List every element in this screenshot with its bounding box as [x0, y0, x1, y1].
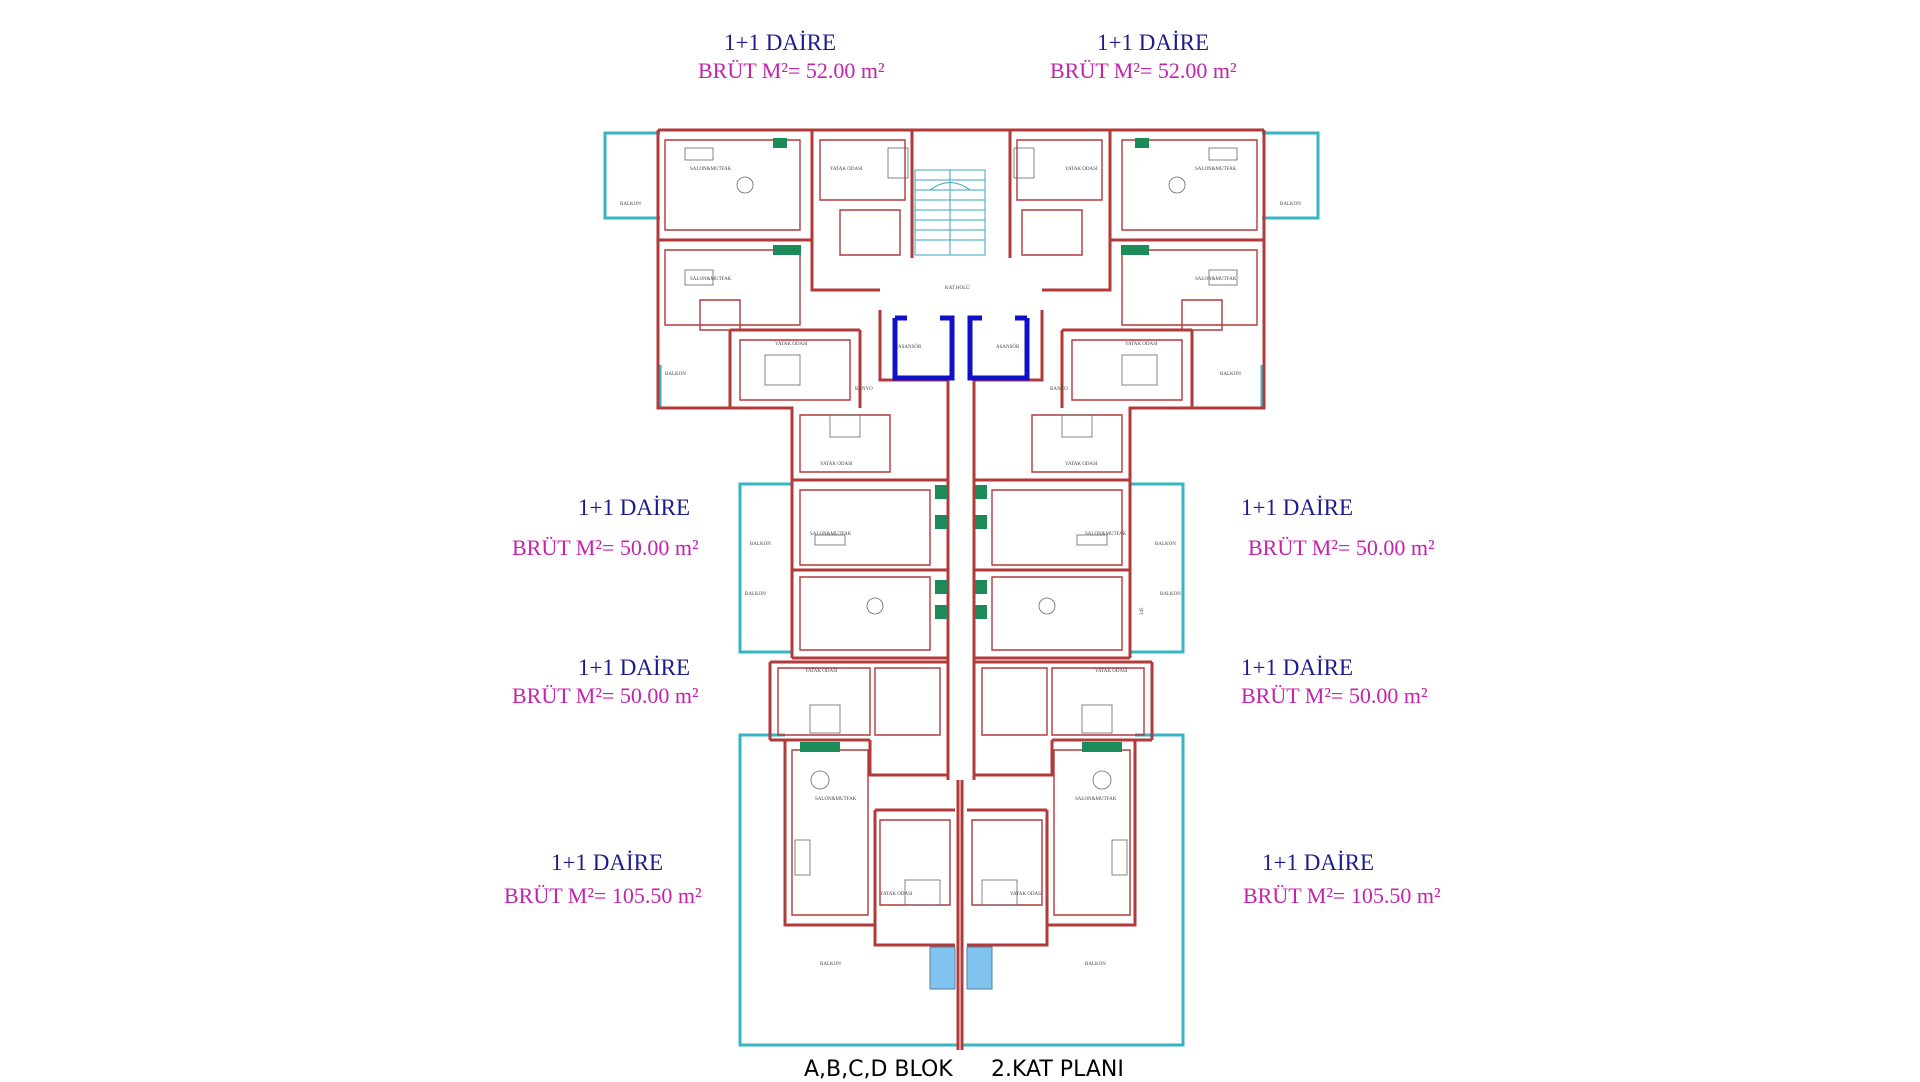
- room-label-yatak: YATAK ODASI: [820, 462, 853, 467]
- balcony-bottom-right: [962, 733, 1185, 1047]
- room-label-salon: SALON&MUTFAK: [815, 797, 857, 802]
- unit-area-label: BRÜT M²= 50.00 m²: [1241, 683, 1428, 708]
- room-label-salon: SALON&MUTFAK: [1075, 797, 1117, 802]
- room-label-balkon: BALKON: [1220, 372, 1241, 377]
- room-labels: SALON&MUTFAK SALON&MUTFAK SALON&MUTFAK S…: [620, 167, 1301, 967]
- room-label-balkon: BALKON: [745, 592, 766, 597]
- walls: [656, 128, 1266, 1050]
- kitchen-counters: [773, 138, 1149, 752]
- balcony-r3: [1130, 482, 1185, 654]
- staircase: [914, 169, 986, 256]
- room-label-yatak: YATAK ODASI: [1065, 167, 1098, 172]
- room-label-yatak: YATAK ODASI: [1095, 669, 1128, 674]
- room-label-balkon: BALKON: [620, 202, 641, 207]
- block-caption: A,B,C,D BLOK: [804, 1057, 953, 1082]
- unit-area-label: BRÜT M²= 50.00 m²: [512, 535, 699, 560]
- balcony-mid-right: [1172, 365, 1264, 410]
- unit-area-label: BRÜT M²= 50.00 m²: [1248, 535, 1435, 560]
- room-label-yatak: YATAK ODASI: [1010, 892, 1043, 897]
- room-label-salon: SALON&MUTFAK: [690, 167, 732, 172]
- unit-type-label: 1+1 DAİRE: [724, 30, 836, 55]
- balcony-bottom-left: [738, 733, 958, 1047]
- room-label-yatak: YATAK ODASI: [1065, 462, 1098, 467]
- room-label-yatak: YATAK ODASI: [775, 342, 808, 347]
- unit-type-label: 1+1 DAİRE: [1262, 850, 1374, 875]
- unit-type-label: 1+1 DAİRE: [551, 850, 663, 875]
- room-label-balkon: BALKON: [1155, 542, 1176, 547]
- unit-type-label: 1+1 DAİRE: [578, 655, 690, 680]
- furniture: [684, 147, 1238, 906]
- room-label-yatak: YATAK ODASI: [805, 669, 838, 674]
- room-label-banyo: BANYO: [855, 387, 873, 392]
- room-label-salon: SALON&MUTFAK: [1195, 167, 1237, 172]
- room-label-balkon: BALKON: [1280, 202, 1301, 207]
- unit-type-label: 1+1 DAİRE: [1241, 495, 1353, 520]
- unit-area-label: BRÜT M²= 52.00 m²: [698, 58, 885, 83]
- pools: [929, 946, 993, 990]
- unit-type-label: 1+1 DAİRE: [1097, 30, 1209, 55]
- elevators: [892, 315, 1030, 381]
- room-label-salon: SALON&MUTFAK: [1085, 532, 1127, 537]
- balcony-outlines: [603, 131, 1320, 1047]
- unit-area-label: BRÜT M²= 105.50 m²: [1243, 883, 1441, 908]
- floor-caption: 2.KAT PLANI: [991, 1057, 1124, 1082]
- room-label-balkon: BALKON: [820, 962, 841, 967]
- room-label-salon: SALON&MUTFAK: [1195, 277, 1237, 282]
- unit-area-label: BRÜT M²= 52.00 m²: [1050, 58, 1237, 83]
- room-label-kat-holu: KAT HOLÜ: [945, 285, 970, 291]
- room-label-asansor: ASANSÖR: [898, 344, 922, 350]
- unit-type-label: 1+1 DAİRE: [1241, 655, 1353, 680]
- balcony-top-right: [1262, 131, 1320, 220]
- balcony-l3: [738, 482, 793, 654]
- room-label-salon: SALON&MUTFAK: [810, 532, 852, 537]
- room-label-yatak: YATAK ODASI: [1125, 342, 1158, 347]
- room-label-salon: SALON&MUTFAK: [690, 277, 732, 282]
- room-label-balkon: BALKON: [665, 372, 686, 377]
- interior-walls: [664, 139, 1258, 916]
- balcony-top-left: [603, 131, 660, 220]
- room-label-yatak: YATAK ODASI: [880, 892, 913, 897]
- unit-area-label: BRÜT M²= 105.50 m²: [504, 883, 702, 908]
- room-label-balkon: BALKON: [750, 542, 771, 547]
- room-label-balkon: BALKON: [1085, 962, 1106, 967]
- room-label-asansor: ASANSÖR: [996, 344, 1020, 350]
- room-label-banyo: BANYO: [1050, 387, 1068, 392]
- unit-type-label: 1+1 DAİRE: [578, 495, 690, 520]
- room-label-yatak: YATAK ODASI: [830, 167, 863, 172]
- dimension-label: 345: [1140, 607, 1145, 615]
- room-label-balkon: BALKON: [1160, 592, 1181, 597]
- unit-area-label: BRÜT M²= 50.00 m²: [512, 683, 699, 708]
